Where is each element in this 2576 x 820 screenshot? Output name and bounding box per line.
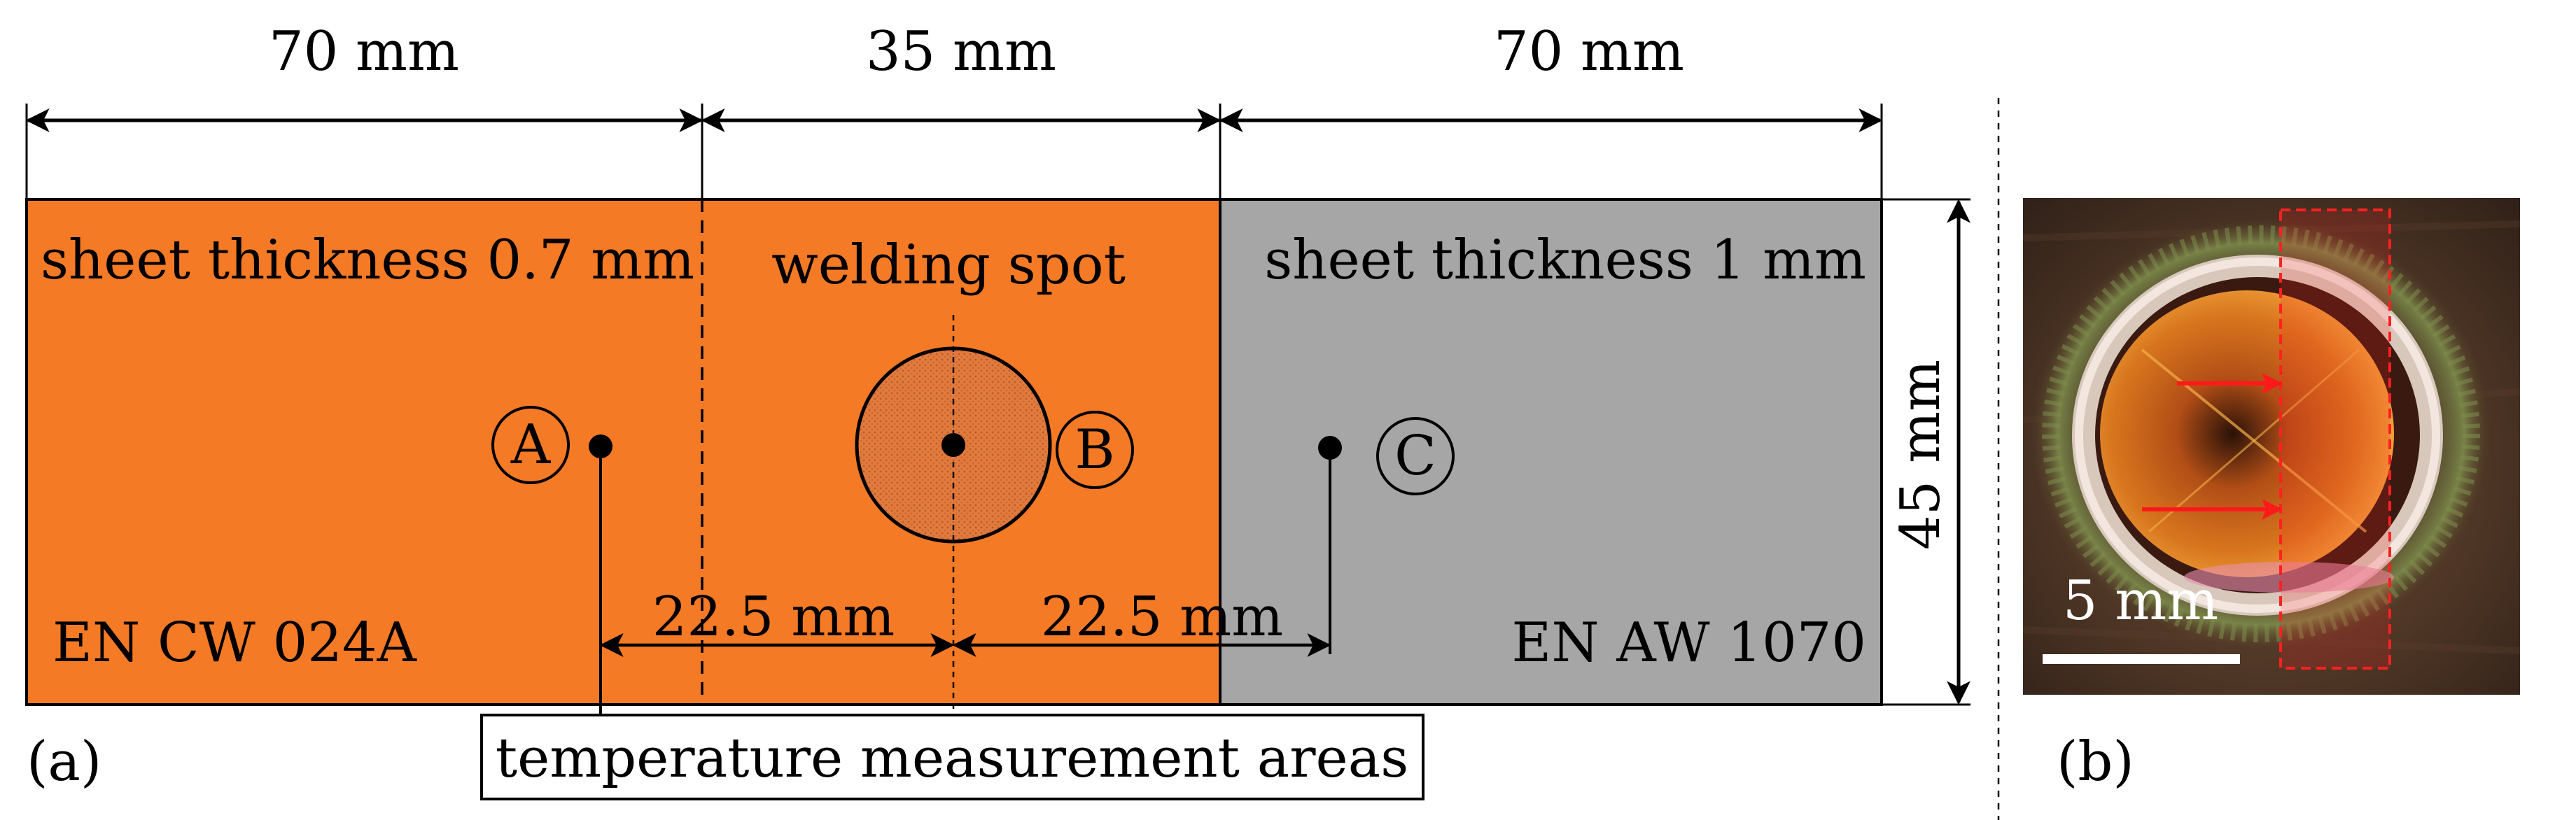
right-thickness-label: sheet thickness 1 mm <box>1264 229 1866 292</box>
dim-label-middle: 35 mm <box>866 20 1056 83</box>
point-a-label: A <box>510 413 552 476</box>
dim-label-height: 45 mm <box>1889 360 1952 550</box>
point-b-label: B <box>1074 418 1114 481</box>
point-b-circle <box>1056 411 1134 489</box>
measurement-label-box <box>480 714 1424 800</box>
left-material-label: EN CW 024A <box>52 612 418 674</box>
panel-label-b: (b) <box>2057 730 2134 793</box>
section-box <box>2279 208 2391 670</box>
dim-label-offset-right: 22.5 mm <box>1041 586 1283 649</box>
panel-label-a: (a) <box>27 730 102 793</box>
point-c-label: C <box>1394 425 1436 488</box>
dim-label-offset-left: 22.5 mm <box>652 586 895 649</box>
measurement-label: temperature measurement areas <box>496 727 1408 790</box>
point-a-circle <box>491 406 570 484</box>
right-material-label: EN AW 1070 <box>1511 612 1866 674</box>
weld-photo <box>2023 198 2520 695</box>
welding-spot-label: welding spot <box>771 234 1126 297</box>
point-c-circle <box>1376 417 1455 495</box>
point-b-dot <box>941 433 965 457</box>
dim-label-left: 70 mm <box>269 20 459 83</box>
scale-bar-label: 5 mm <box>2063 570 2218 632</box>
dim-label-right: 70 mm <box>1494 20 1684 83</box>
left-thickness-label: sheet thickness 0.7 mm <box>41 229 694 292</box>
